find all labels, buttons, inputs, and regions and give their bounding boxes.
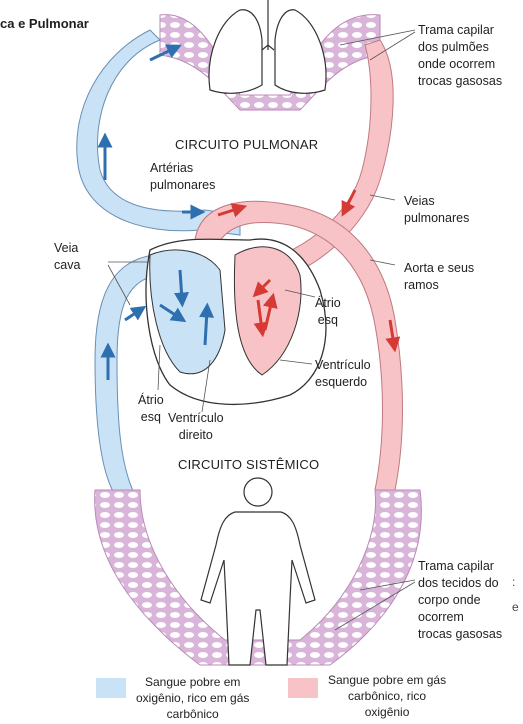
pulmonary-circuit-heading: CIRCUITO PULMONAR xyxy=(175,137,318,152)
clipped-fragment-colon: : xyxy=(512,575,515,589)
left-atrium-label: Átrio esq xyxy=(315,295,341,329)
legend-blue-text: Sangue pobre em oxigênio, rico em gás ca… xyxy=(136,674,249,723)
pulmonary-arteries-label: Artérias pulmonares xyxy=(150,160,215,194)
diagram-title: ca e Pulmonar xyxy=(0,16,89,31)
lung-capillary-network xyxy=(160,15,380,110)
systemic-circuit-heading: CIRCUITO SISTÊMICO xyxy=(178,457,319,472)
lungs xyxy=(209,0,326,93)
left-ventricle-label: Ventrículo esquerdo xyxy=(315,357,371,391)
body-capillary-label: Trama capilar dos tecidos do corpo onde … xyxy=(418,558,502,642)
lung-capillary-label: Trama capilar dos pulmões onde ocorrem t… xyxy=(418,22,502,90)
vena-cava-label: Veia cava xyxy=(54,240,80,274)
legend-red-swatch xyxy=(288,678,318,698)
aorta-label: Aorta e seus ramos xyxy=(404,260,474,294)
legend-blue-swatch xyxy=(96,678,126,698)
clipped-fragment-e: e xyxy=(512,600,519,614)
heart xyxy=(146,239,326,404)
right-atrium-label: Átrio esq xyxy=(138,392,164,426)
pulmonary-veins-label: Veias pulmonares xyxy=(404,193,469,227)
legend-red-text: Sangue pobre em gás carbônico, rico oxig… xyxy=(328,672,446,721)
right-ventricle-label: Ventrículo direito xyxy=(168,410,224,444)
